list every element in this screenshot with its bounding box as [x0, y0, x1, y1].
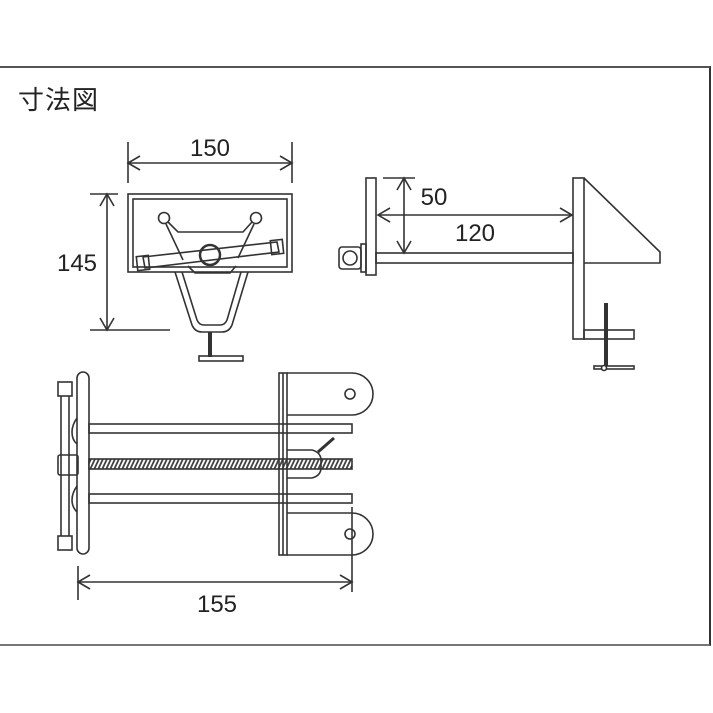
side-length-label: 120	[455, 220, 495, 247]
drawing-frame	[0, 66, 711, 646]
front-width-label: 150	[190, 135, 230, 162]
front-view	[90, 142, 294, 362]
top-length-label: 155	[197, 591, 237, 618]
side-depth-label: 50	[421, 184, 448, 211]
diagram-title: 寸法図	[18, 86, 100, 116]
top-view	[57, 371, 374, 600]
front-height-label: 145	[57, 250, 97, 277]
side-view	[338, 176, 661, 372]
